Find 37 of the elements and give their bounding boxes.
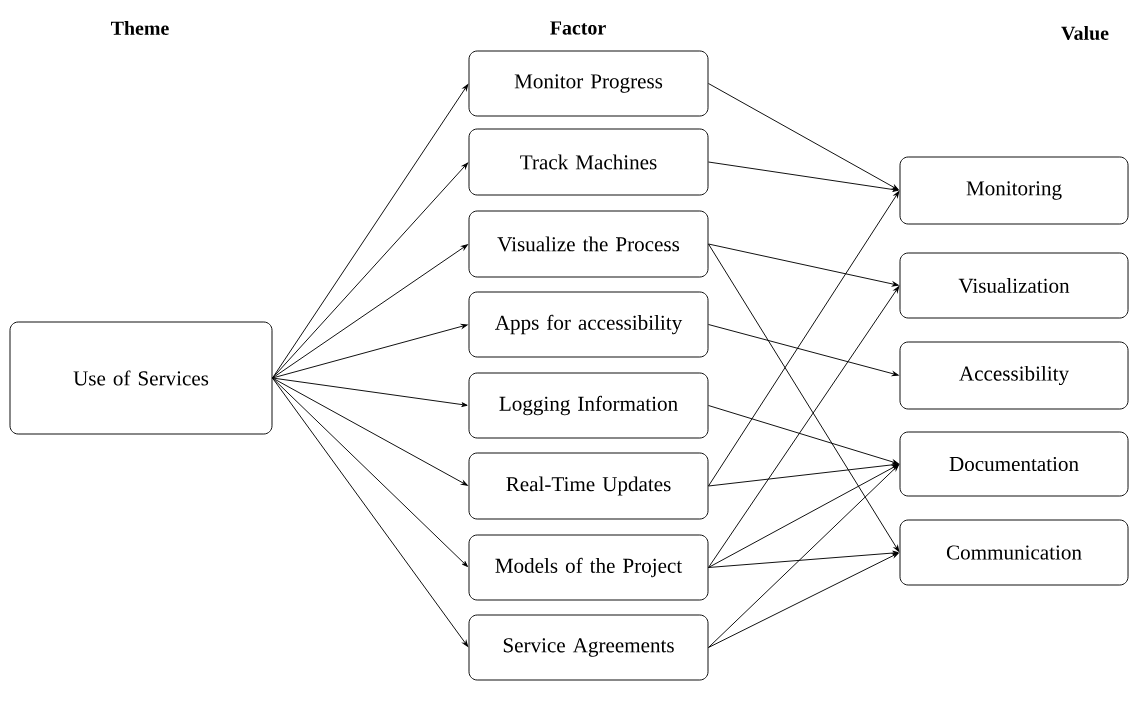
- arrow: [272, 323, 468, 379]
- arrow: [708, 161, 899, 192]
- factor-box: Models of the Project: [468, 534, 709, 601]
- value-box: Documentation: [899, 431, 1129, 497]
- factor-box: Visualize the Process: [468, 210, 709, 278]
- value-box: Communication: [899, 519, 1129, 586]
- arrow: [708, 243, 899, 287]
- arrow: [708, 464, 899, 648]
- factor-box: Real-Time Updates: [468, 452, 709, 520]
- arrow: [708, 462, 899, 487]
- arrow: [708, 464, 899, 568]
- arrow: [272, 377, 468, 486]
- arrow: [708, 324, 899, 377]
- column-heading: Theme: [111, 21, 169, 35]
- column-heading: Value: [1061, 25, 1109, 41]
- value-box: Accessibility: [899, 341, 1129, 410]
- theme-box: Use of Services: [9, 321, 273, 435]
- factor-box: Monitor Progress: [468, 50, 709, 117]
- factor-box: Logging Information: [468, 372, 709, 439]
- arrow: [708, 550, 899, 568]
- arrow: [272, 377, 468, 407]
- arrow: [708, 552, 899, 648]
- arrow: [272, 377, 468, 567]
- arrow: [272, 244, 468, 379]
- arrow: [708, 83, 899, 191]
- arrow: [708, 191, 900, 487]
- arrow: [708, 405, 899, 465]
- factor-box: Track Machines: [468, 128, 709, 196]
- factor-box: Apps for accessibility: [468, 291, 709, 358]
- factor-box: Service Agreements: [468, 614, 709, 681]
- arrow: [708, 286, 900, 568]
- arrow: [272, 377, 469, 647]
- value-box: Monitoring: [899, 156, 1129, 225]
- arrow: [272, 84, 469, 379]
- arrow: [708, 243, 900, 552]
- arrow: [272, 162, 469, 379]
- value-box: Visualization: [899, 252, 1129, 319]
